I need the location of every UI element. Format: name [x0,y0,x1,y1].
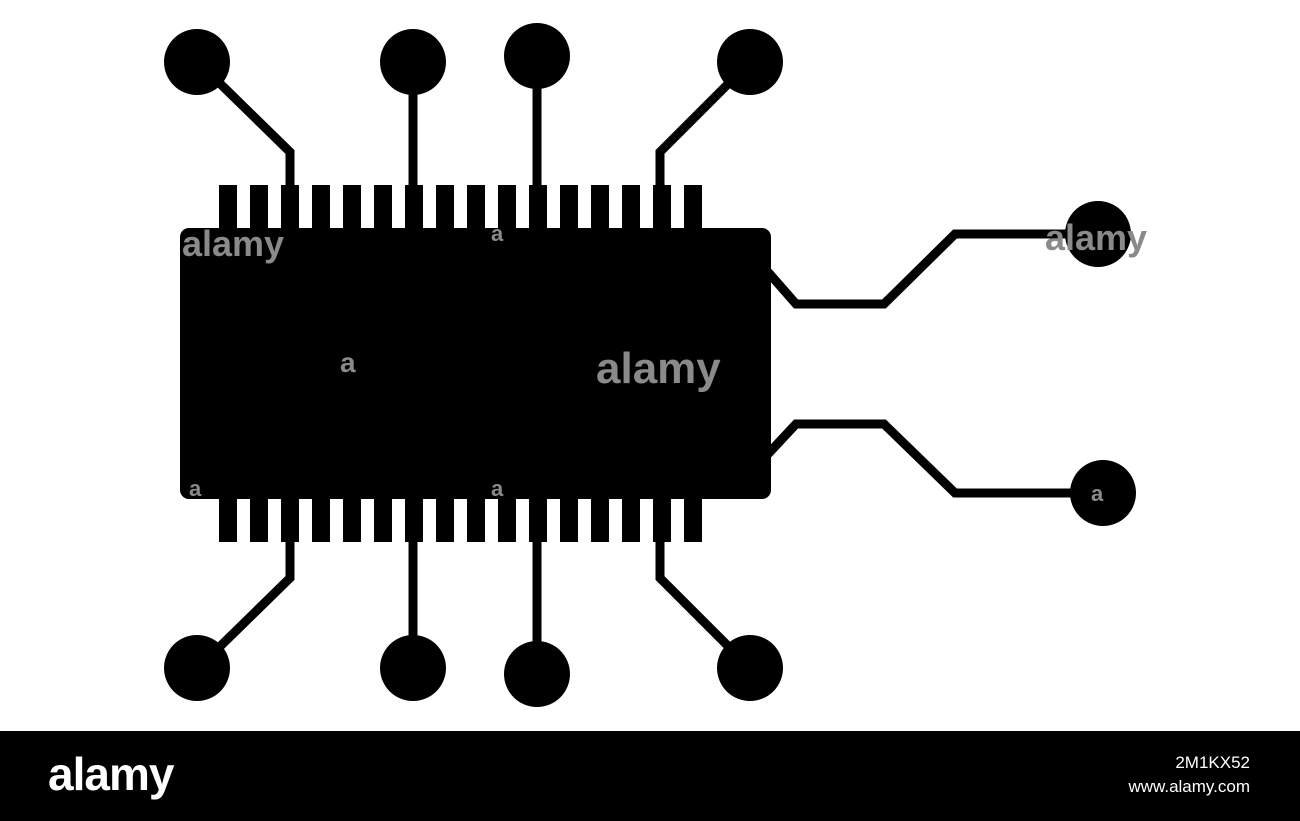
pad-bottom-2 [380,635,446,701]
top-traces [194,56,754,188]
chip-bottom-pins [219,497,702,542]
watermark-logo: alamy [596,344,721,393]
watermark-mark: a [491,476,504,501]
watermark-logo: alamy [182,223,284,264]
pad-right-1 [1065,201,1131,267]
footer-image-id: 2M1KX52 [1175,753,1250,772]
chip-body [180,228,771,499]
pad-top-4 [717,29,783,95]
microchip-illustration: alamy alamy alamy a a a a a [164,23,1147,707]
chip-top-pins [219,185,702,230]
pad-bottom-1 [164,635,230,701]
watermark-mark: a [189,476,202,501]
watermark-overlay: alamy alamy alamy a a a a a [182,217,1147,506]
footer-bar: alamy 2M1KX52 www.alamy.com [0,731,1300,821]
pad-bottom-4 [717,635,783,701]
footer-url[interactable]: www.alamy.com [1128,777,1250,796]
pad-top-3 [504,23,570,89]
pad-top-2 [380,29,446,95]
pad-right-2 [1070,460,1136,526]
pad-bottom-3 [504,641,570,707]
right-traces [764,229,1103,498]
footer-logo: alamy [48,748,174,800]
watermark-logo: alamy [1045,217,1147,258]
connection-pads [164,23,1136,707]
pad-top-1 [164,29,230,95]
watermark-mark: a [491,221,504,246]
watermark-mark: a [1091,481,1104,506]
bottom-traces [194,540,754,674]
watermark-mark: a [340,347,356,378]
